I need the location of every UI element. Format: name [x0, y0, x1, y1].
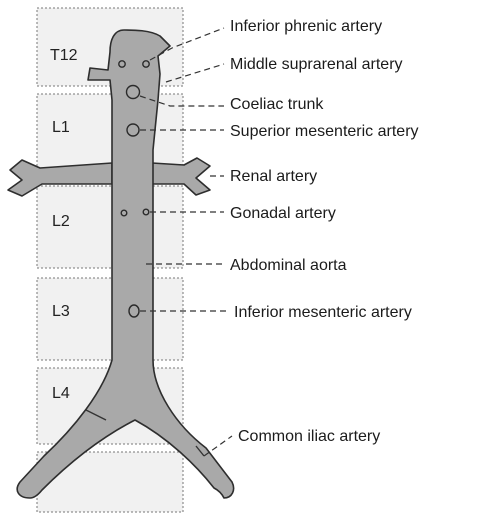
label-coeliac-trunk: Coeliac trunk — [230, 96, 324, 113]
vertebra-label-l2: L2 — [52, 213, 70, 230]
leader-common-iliac — [204, 436, 232, 456]
label-superior-mesenteric-artery: Superior mesenteric artery — [230, 123, 419, 140]
label-gonadal-artery: Gonadal artery — [230, 205, 336, 222]
artery-labels: Inferior phrenic artery Middle suprarena… — [230, 18, 419, 445]
vertebra-label-t12: T12 — [50, 47, 78, 64]
label-inferior-mesenteric-artery: Inferior mesenteric artery — [234, 304, 412, 321]
label-abdominal-aorta: Abdominal aorta — [230, 257, 347, 274]
label-renal-artery: Renal artery — [230, 168, 317, 185]
label-common-iliac-artery: Common iliac artery — [238, 428, 380, 445]
label-middle-suprarenal-artery: Middle suprarenal artery — [230, 56, 403, 73]
vertebra-label-l3: L3 — [52, 303, 70, 320]
vertebra-label-l1: L1 — [52, 119, 70, 136]
vertebra-label-l4: L4 — [52, 385, 70, 402]
label-inferior-phrenic-artery: Inferior phrenic artery — [230, 18, 382, 35]
